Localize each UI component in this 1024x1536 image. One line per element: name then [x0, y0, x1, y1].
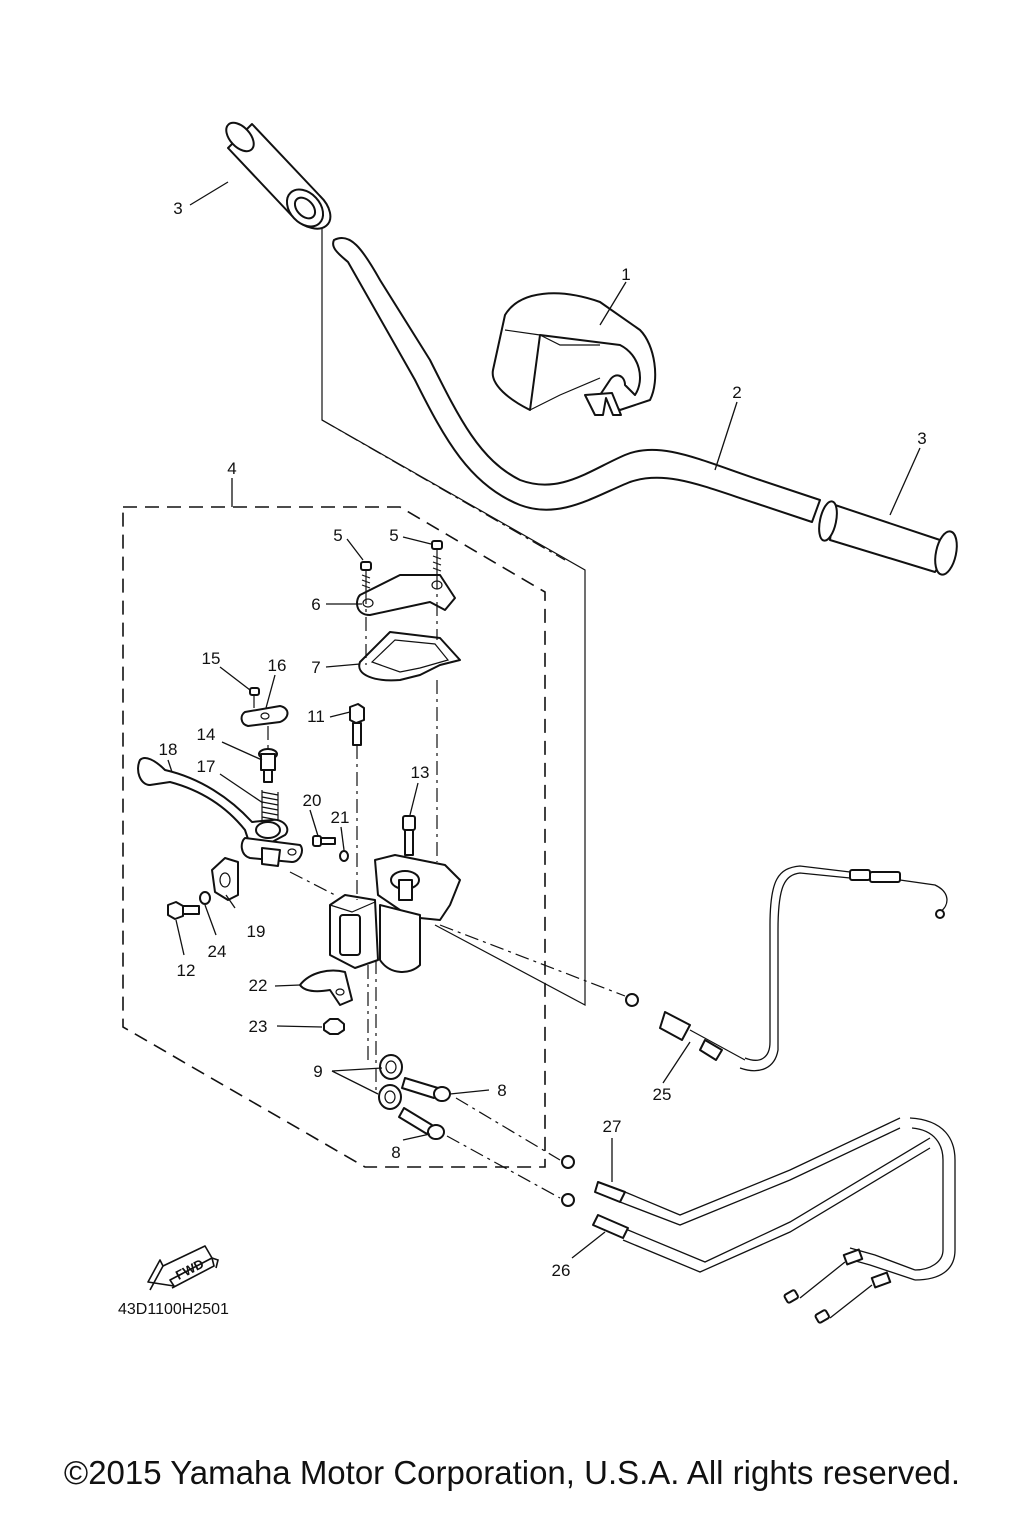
- throttle-housing: [329, 854, 461, 973]
- callout-22: 22: [249, 976, 268, 995]
- callout-9: 9: [313, 1062, 322, 1081]
- callout-13: 13: [411, 763, 430, 782]
- callout-4: 4: [227, 459, 236, 478]
- washer-21: [339, 850, 349, 862]
- callout-19: 19: [247, 922, 266, 941]
- clamp-19: [211, 857, 239, 901]
- callout-6: 6: [311, 595, 320, 614]
- shaft-14: [258, 748, 278, 783]
- callout-8-upper: 8: [497, 1081, 506, 1100]
- screw-5-left: [360, 561, 372, 590]
- bolt-8-lower: [398, 1107, 445, 1140]
- callout-17: 17: [197, 757, 216, 776]
- grip-left: [225, 121, 332, 230]
- handlebar: [332, 237, 821, 523]
- screw-5-right: [431, 540, 443, 574]
- nut-9-upper: [379, 1054, 403, 1080]
- callout-3-right: 3: [917, 429, 926, 448]
- throttle-cover: [356, 574, 456, 616]
- cam-22: [299, 969, 353, 1006]
- collar-24: [199, 891, 211, 905]
- nut-23: [323, 1018, 345, 1035]
- callout-18: 18: [159, 740, 178, 759]
- callout-5-left: 5: [333, 526, 342, 545]
- callout-27: 27: [603, 1117, 622, 1136]
- callout-8-lower: 8: [391, 1143, 400, 1162]
- callout-12: 12: [177, 961, 196, 980]
- callout-20: 20: [303, 791, 322, 810]
- cable-25: [625, 865, 948, 1072]
- throttle-assembly-boundary: [122, 226, 586, 1168]
- copyright-footer: ©2015 Yamaha Motor Corporation, U.S.A. A…: [63, 1454, 961, 1491]
- bolt-12: [167, 901, 200, 920]
- callout-labels: 1 2 3 3 4 5 5 6 7 8 8 9 11 12 13 14 15 1…: [159, 199, 927, 1280]
- callout-11: 11: [307, 707, 325, 726]
- callout-23: 23: [249, 1017, 268, 1036]
- bolt-11: [349, 703, 365, 746]
- callout-25: 25: [653, 1085, 672, 1104]
- grip-right: [818, 500, 958, 576]
- bolt-13: [402, 815, 416, 856]
- callout-7: 7: [311, 658, 320, 677]
- callout-3-left: 3: [173, 199, 182, 218]
- callout-15: 15: [202, 649, 221, 668]
- drawing-code: 43D1100H2501: [118, 1301, 229, 1318]
- nut-9-lower: [378, 1084, 402, 1110]
- plate-16: [240, 705, 289, 727]
- callout-2: 2: [732, 383, 741, 402]
- callout-1: 1: [621, 265, 630, 284]
- callout-24: 24: [208, 942, 227, 961]
- cover-gasket: [358, 631, 461, 682]
- bolt-8-upper: [401, 1077, 451, 1102]
- callout-26: 26: [552, 1261, 571, 1280]
- handlebar-pad: [491, 292, 657, 416]
- spring-17: [261, 790, 279, 822]
- cable-26: [561, 1137, 931, 1324]
- assembly-center-lines: [267, 419, 626, 1199]
- screw-15: [249, 687, 260, 708]
- callout-5-right: 5: [389, 526, 398, 545]
- callout-14: 14: [197, 725, 216, 744]
- screw-20: [312, 835, 336, 847]
- cable-27: [561, 1117, 956, 1281]
- callout-16: 16: [268, 656, 287, 675]
- callout-21: 21: [331, 808, 350, 827]
- throttle-lever: [137, 757, 303, 867]
- fwd-arrow-icon: FWD: [147, 1245, 219, 1291]
- leader-lines: [167, 181, 921, 1259]
